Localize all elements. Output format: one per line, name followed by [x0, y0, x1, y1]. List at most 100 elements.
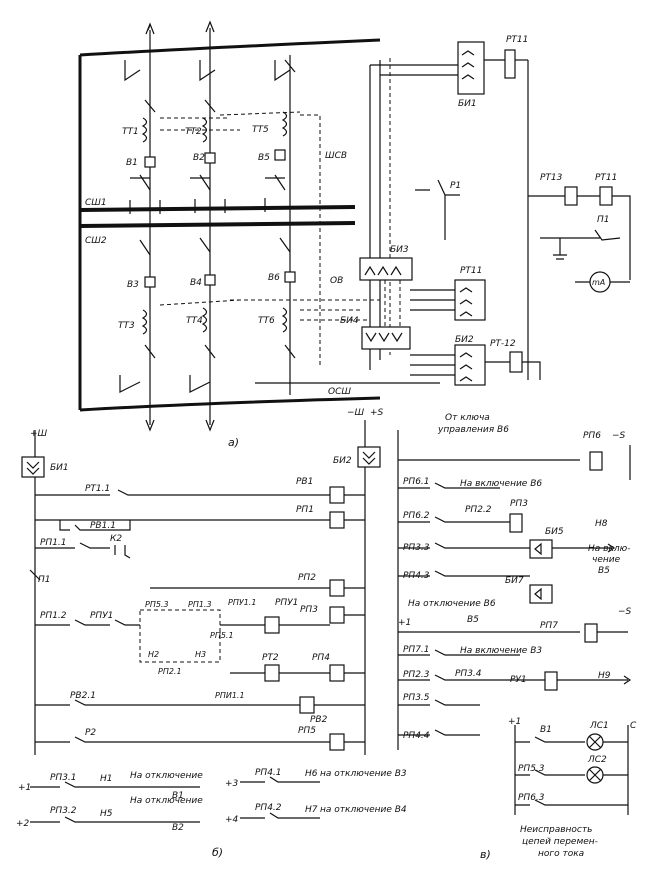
- label-rp21: РП2.1: [158, 667, 182, 676]
- label-rp53: РП5.3: [145, 600, 169, 609]
- label-rb11: РВ1.1: [90, 521, 116, 531]
- label-h8: Н8: [595, 519, 608, 529]
- label-ls2: ЛС2: [587, 755, 607, 765]
- label-rp42: РП4.2: [255, 803, 282, 813]
- label-plus-s: +S: [370, 408, 384, 418]
- label-rp63: РП6.3: [518, 793, 545, 803]
- label-dest2a: На отключение: [130, 796, 203, 806]
- label-rp22: РП2.2: [465, 505, 492, 515]
- label-dest-b3: На включение В3: [460, 646, 542, 656]
- label-bi7: БИ7: [505, 576, 524, 586]
- label-rp62: РП6.2: [403, 511, 430, 521]
- label-ru1: РУ1: [510, 675, 527, 685]
- label-tt1: ТТ1: [122, 127, 139, 137]
- label-note-c: ного тока: [538, 849, 584, 859]
- label-coil-rpu1: РПУ1: [275, 598, 298, 608]
- label-p2: Р2: [85, 728, 96, 738]
- label-v3: В3: [127, 280, 139, 290]
- label-sh2: СШ2: [85, 236, 107, 246]
- label-plus4: +4: [225, 815, 239, 825]
- label-dest-b5b: чение: [592, 555, 621, 565]
- label-bi1: БИ1: [50, 463, 69, 473]
- label-rt12: РТ-12: [490, 339, 516, 349]
- label-coil-rp1: РП1: [296, 505, 314, 515]
- label-rp53-c: РП5.3: [518, 764, 545, 774]
- label-plus-sh: +Ш: [30, 429, 48, 439]
- label-rt1-mid: РТ11: [460, 266, 482, 276]
- label-rpu11: РПУ1.1: [228, 598, 256, 607]
- label-coil-rp3: РП3: [300, 605, 318, 615]
- label-v6: В6: [268, 273, 280, 283]
- label-h7: Н7: [305, 805, 318, 815]
- label-coil-rp4: РП4: [312, 653, 330, 663]
- label-coil-rv2: РВ2: [310, 715, 328, 725]
- label-tt4: ТТ4: [186, 316, 203, 326]
- label-note-b: цепей перемен-: [522, 837, 598, 847]
- label-rp11: РП1.1: [40, 538, 67, 548]
- label-rp31: РП3.1: [50, 773, 77, 783]
- label-v1: В1: [126, 158, 138, 168]
- label-sh1: СШ1: [85, 198, 107, 208]
- label-rp7-coil: РП7: [540, 621, 558, 631]
- label-dest-b6: На включение В6: [460, 479, 542, 489]
- label-v5: В5: [258, 153, 270, 163]
- label-rp71: РП7.1: [403, 645, 430, 655]
- figure-label-a: а): [228, 436, 239, 449]
- label-p1: П1: [38, 575, 51, 585]
- label-h2: Н2: [148, 650, 159, 659]
- label-rp43: РП4.3: [403, 571, 430, 581]
- label-tt2: ТТ2: [185, 127, 202, 137]
- figure-label-b: б): [212, 846, 223, 859]
- label-rp12: РП1.2: [40, 611, 67, 621]
- label-rp34: РП3.4: [455, 669, 482, 679]
- label-osh: ОСШ: [328, 387, 351, 397]
- label-c: С: [630, 721, 637, 731]
- label-h3: Н3: [195, 650, 206, 659]
- label-dest4: на отключение В4: [320, 805, 407, 815]
- label-rp6-coil: РП6: [583, 431, 601, 441]
- label-h1: Н1: [100, 774, 113, 784]
- label-rpu1-contact: РПУ1: [90, 611, 113, 621]
- label-dest2b: В2: [172, 823, 184, 833]
- label-v4: В4: [190, 278, 202, 288]
- label-plus3: +3: [225, 779, 239, 789]
- label-from-key-b: управления В6: [437, 425, 509, 435]
- label-h9: Н9: [598, 671, 611, 681]
- label-rp44: РП4.4: [403, 731, 430, 741]
- label-bi3: БИ3: [390, 245, 409, 255]
- label-coil-rp5: РП5: [298, 726, 316, 736]
- panel-c-control-circuit: От ключа управления В6 РП6 −S РП6.1 На в…: [397, 413, 637, 861]
- label-rv21: РВ2.1: [70, 691, 96, 701]
- label-bi4: БИ4: [340, 316, 359, 326]
- label-rp61: РП6.1: [403, 477, 430, 487]
- label-minus-s2: −S: [618, 607, 632, 617]
- label-dest1b: В1: [172, 791, 184, 801]
- label-rp13: РП1.3: [188, 600, 212, 609]
- label-coil-pb1: РВ1: [296, 477, 313, 487]
- label-rp35: РП3.5: [403, 693, 430, 703]
- label-rt1-top: РТ11: [595, 173, 617, 183]
- label-bi5: БИ5: [545, 527, 564, 537]
- label-bi2-top: БИ2: [455, 335, 474, 345]
- label-h5: Н5: [100, 809, 113, 819]
- label-v1-lamp: В1: [540, 725, 552, 735]
- label-h6: Н6: [305, 769, 318, 779]
- label-from-key-a: От ключа: [445, 413, 490, 423]
- label-plus1-c: +1: [398, 618, 411, 628]
- label-ls1: ЛС1: [589, 721, 609, 731]
- label-minus-s: −S: [612, 431, 626, 441]
- label-rt11-contact: РТ1.1: [85, 484, 110, 494]
- label-r1-top: Р1: [450, 181, 461, 191]
- label-rpi11: РПИ1.1: [215, 691, 245, 700]
- label-plus2: +2: [16, 819, 30, 829]
- label-coil-rt2: РТ2: [262, 653, 279, 663]
- label-rt13-top: РТ13: [540, 173, 563, 183]
- label-rp3-coil: РП3: [510, 499, 528, 509]
- label-plus1: +1: [18, 783, 31, 793]
- label-rp41: РП4.1: [255, 768, 282, 778]
- label-bi2: БИ2: [333, 456, 352, 466]
- label-tt3: ТТ3: [118, 321, 135, 331]
- label-tt5: ТТ5: [252, 125, 269, 135]
- label-b5: В5: [467, 615, 479, 625]
- label-rp51: РП5.1: [210, 631, 234, 640]
